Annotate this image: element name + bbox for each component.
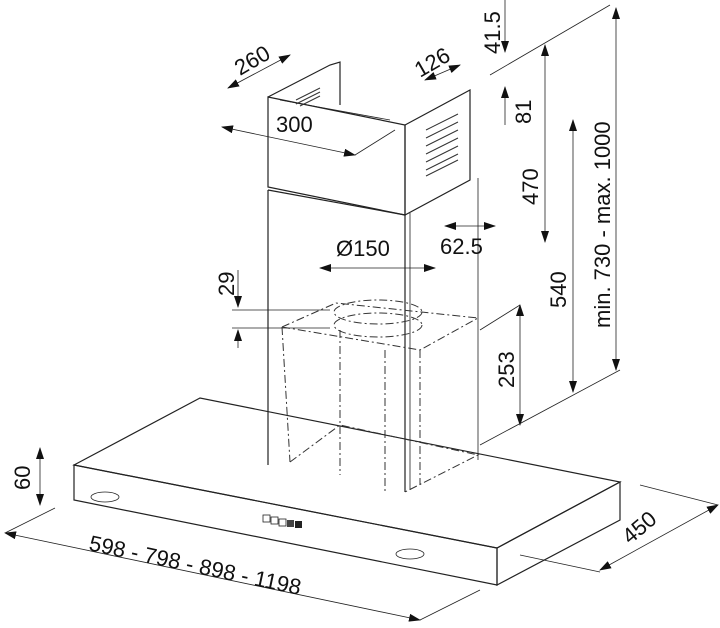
light-right-icon xyxy=(395,548,425,560)
dim-motor-height: 253 xyxy=(494,351,519,388)
dim-lower-chimney: 540 xyxy=(546,271,571,308)
dim-top-offset: 41.5 xyxy=(480,11,505,54)
dim-chimney-depth: 260 xyxy=(230,40,274,80)
dim-outlet-diameter: Ø150 xyxy=(336,236,390,261)
light-left-icon xyxy=(90,491,120,503)
dim-collar-height: 29 xyxy=(214,272,239,296)
dim-upper-chimney: 470 xyxy=(518,168,543,205)
dim-total-height: min. 730 - max. 1000 xyxy=(590,121,615,328)
vent-grille-icon xyxy=(295,87,459,177)
dim-vent-offset: 62.5 xyxy=(440,234,483,259)
dim-hood-thickness: 60 xyxy=(10,466,35,490)
dim-vent-height: 81 xyxy=(511,100,536,124)
dimension-lines xyxy=(4,0,719,622)
dim-hood-depth: 450 xyxy=(617,506,661,549)
dim-hood-widths: 598 - 798 - 898 - 1198 xyxy=(87,530,304,599)
dim-chimney-width: 300 xyxy=(276,112,313,137)
motor-housing xyxy=(280,299,480,493)
control-buttons[interactable] xyxy=(262,514,302,528)
dim-vent-width: 126 xyxy=(410,42,454,82)
chimney xyxy=(267,61,479,492)
